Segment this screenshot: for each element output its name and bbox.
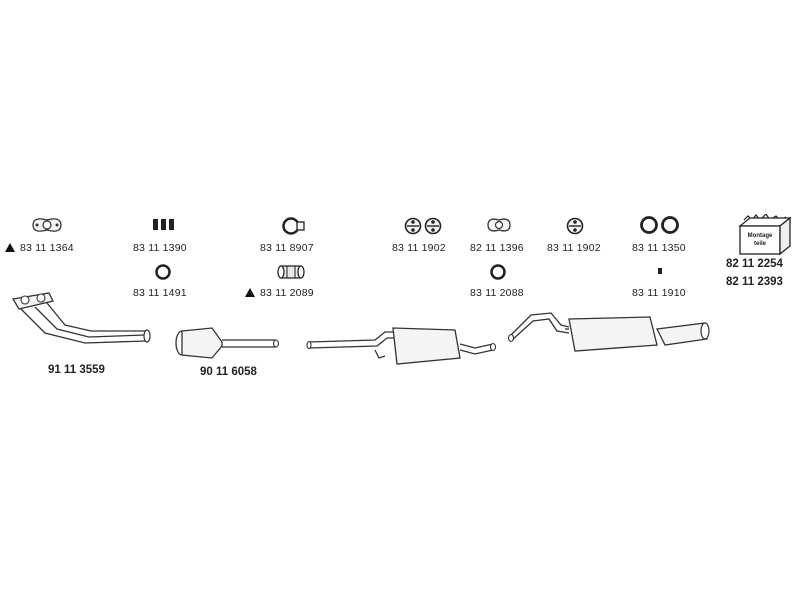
- part-label-bolt: 83 11 1910: [632, 287, 686, 299]
- flange-gasket-icon: [32, 218, 62, 232]
- kit-box-text-line2: teile: [754, 241, 767, 247]
- rear-silencer-icon: [507, 312, 710, 352]
- ring-icon: [155, 264, 171, 280]
- warning-triangle-icon: [245, 288, 255, 297]
- part-label-catalytic-converter: 90 11 6058: [200, 366, 257, 378]
- part-label-flange-gasket-2: 82 11 1396: [470, 242, 524, 254]
- part-label-hanger-single: 83 11 1902: [547, 242, 601, 254]
- pipe-clamp-icon: [277, 265, 305, 279]
- part-label-ring-pair: 83 11 1350: [632, 242, 686, 254]
- middle-silencer-icon: [306, 327, 497, 365]
- part-label-flange-gasket: 83 11 1364: [20, 242, 74, 254]
- part-label-ring-2: 83 11 2088: [470, 287, 524, 299]
- warning-triangle-icon: [5, 243, 15, 252]
- flange-gasket-icon: [487, 218, 511, 232]
- part-label-clamp-set: 83 11 1390: [133, 242, 187, 254]
- mounting-kit-box-icon: Montage teile: [738, 214, 792, 256]
- part-label-mounting-kit-2: 82 11 2393: [726, 276, 783, 288]
- part-label-ring-small: 83 11 1491: [133, 287, 187, 299]
- kit-box-text-line1: Montage: [748, 233, 773, 239]
- catalytic-converter-icon: [175, 327, 280, 359]
- part-label-clamp-ring: 83 11 8907: [260, 242, 314, 254]
- bolt-icon: [658, 268, 662, 274]
- part-label-mounting-kit-1: 82 11 2254: [726, 258, 783, 270]
- part-label-front-pipe: 91 11 3559: [48, 364, 105, 376]
- front-pipe-icon: [11, 292, 151, 344]
- part-label-pipe-clamp: 83 11 2089: [260, 287, 314, 299]
- ring-icon: [640, 216, 679, 234]
- clamp-set-icon: [153, 219, 174, 230]
- hanger-icon: [566, 217, 584, 235]
- part-label-hanger-pair: 83 11 1902: [392, 242, 446, 254]
- hanger-icon: [404, 217, 442, 235]
- ring-icon: [490, 264, 506, 280]
- clamp-ring-icon: [282, 217, 305, 235]
